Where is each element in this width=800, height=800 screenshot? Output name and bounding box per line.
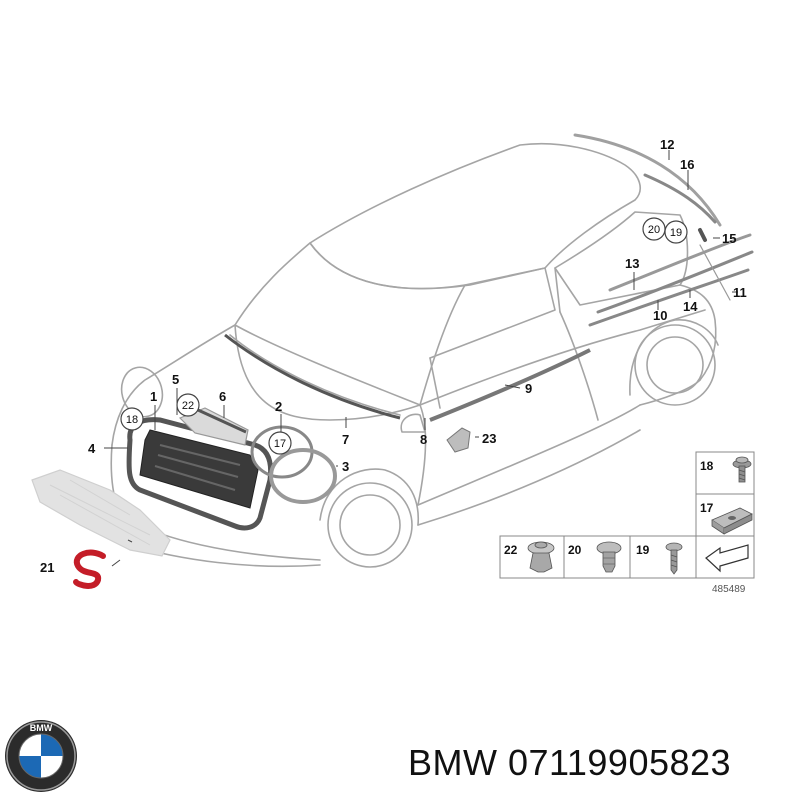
clip-nut-icon: [711, 507, 753, 535]
legend-cell-19: [629, 535, 697, 579]
hood-stripe: [197, 408, 247, 434]
side-trim: [429, 348, 591, 422]
drawing-number: 485489: [712, 584, 746, 595]
callout-17-circle: 17: [268, 431, 292, 455]
front-grille: [126, 417, 274, 531]
legend-label-19: 19: [636, 543, 650, 557]
callout-10: 10: [653, 308, 667, 323]
callout-15: 15: [722, 231, 736, 246]
callout-19-circle: 19: [664, 220, 688, 244]
push-rivet-icon: [596, 541, 622, 573]
headlight-rings: [250, 425, 337, 504]
callout-2: 2: [275, 399, 282, 414]
part-number: 07119905823: [508, 742, 732, 783]
callout-20: 20: [648, 224, 660, 236]
car-outline: [110, 142, 719, 568]
screw-washer-icon: [732, 456, 752, 483]
side-scuttle: [446, 427, 471, 453]
callout-9: 9: [525, 381, 532, 396]
legend-cell-20: [563, 535, 631, 579]
callout-4: 4: [88, 441, 96, 456]
expanding-rivet-icon: [527, 541, 555, 573]
callout-18-circle: 18: [120, 407, 144, 431]
callout-16: 16: [680, 157, 694, 172]
hood-trim: [224, 333, 401, 420]
brand-name: BMW: [408, 742, 498, 783]
callout-22: 22: [182, 400, 194, 412]
parts-legend: 18 17 22 20 19: [499, 451, 755, 595]
legend-label-17: 17: [700, 501, 714, 515]
callout-labels: 1 2 3 4 5 6 7 8 9 10 11 12 13 14 15 16 2…: [40, 137, 747, 575]
callout-18: 18: [126, 414, 138, 426]
legend-label-22: 22: [504, 543, 518, 557]
direction-arrow-icon: [705, 544, 749, 573]
callout-3: 3: [342, 459, 349, 474]
bmw-roundel-logo: BMW: [5, 720, 77, 792]
callout-23: 23: [482, 431, 496, 446]
callout-1: 1: [150, 389, 157, 404]
callout-22-circle: 22: [176, 393, 200, 417]
legend-label-20: 20: [568, 543, 582, 557]
callout-19: 19: [670, 227, 682, 239]
callout-21: 21: [40, 560, 54, 575]
callout-7: 7: [342, 432, 349, 447]
part-caption: BMW 07119905823: [408, 738, 798, 788]
bmw-roundel-lettering: BMW: [30, 723, 53, 733]
circled-callouts: 18 22 17 20 19: [120, 217, 688, 455]
callout-13: 13: [625, 256, 639, 271]
lower-grille: [31, 469, 171, 557]
callout-11: 11: [733, 285, 747, 300]
callout-8: 8: [420, 432, 427, 447]
legend-label-18: 18: [700, 459, 714, 473]
roof-trims: [573, 133, 754, 327]
callout-20-circle: 20: [642, 217, 666, 241]
screw-icon: [665, 542, 683, 575]
callout-5: 5: [172, 372, 179, 387]
callout-12: 12: [660, 137, 674, 152]
callout-14: 14: [683, 299, 698, 314]
emblem-s: [73, 549, 106, 589]
callout-6: 6: [219, 389, 226, 404]
callout-17: 17: [274, 438, 286, 450]
